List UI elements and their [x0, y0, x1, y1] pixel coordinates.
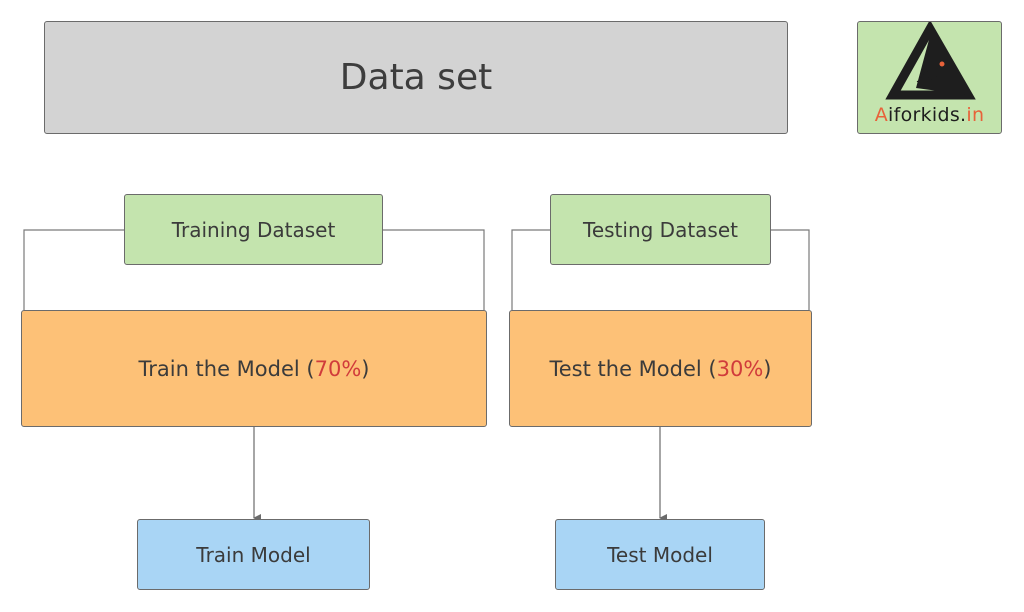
training-bracket-line: [383, 229, 485, 310]
testing-bracket-line: [771, 229, 810, 310]
logo-glyph: Ai: [917, 63, 942, 88]
train-model-box: Train Model: [137, 519, 370, 590]
logo-text-tail: in: [966, 104, 985, 126]
train-step-close: ): [361, 356, 370, 381]
logo-text: Aiforkids.in: [858, 104, 1001, 126]
training-bracket-line: [23, 229, 124, 310]
testing-bracket-line: [511, 229, 550, 310]
logo-text-lead: A: [874, 104, 888, 126]
train-the-model-box: Train the Model (70%): [21, 310, 487, 427]
test-the-model-box: Test the Model (30%): [509, 310, 812, 427]
training-dataset-label: Training Dataset: [171, 217, 336, 242]
test-step-close: ): [763, 356, 772, 381]
logo: Ai Aiforkids.in: [857, 21, 1002, 134]
triangle-logo-icon: Ai: [885, 22, 976, 100]
train-step-label: Train the Model (70%): [138, 357, 369, 381]
test-step-text: Test the Model (: [549, 356, 717, 381]
logo-text-rest: iforkids.: [888, 104, 967, 126]
dataset-box: Data set: [44, 21, 788, 134]
train-model-label: Train Model: [196, 542, 311, 567]
training-dataset-box: Training Dataset: [124, 194, 383, 265]
dataset-label: Data set: [339, 57, 493, 98]
train-percent: 70%: [314, 356, 362, 381]
test-model-label: Test Model: [607, 542, 713, 567]
test-step-label: Test the Model (30%): [550, 357, 772, 381]
train-step-text: Train the Model (: [138, 356, 315, 381]
testing-dataset-box: Testing Dataset: [550, 194, 771, 265]
test-percent: 30%: [716, 356, 764, 381]
testing-dataset-label: Testing Dataset: [583, 217, 738, 242]
test-model-box: Test Model: [555, 519, 765, 590]
